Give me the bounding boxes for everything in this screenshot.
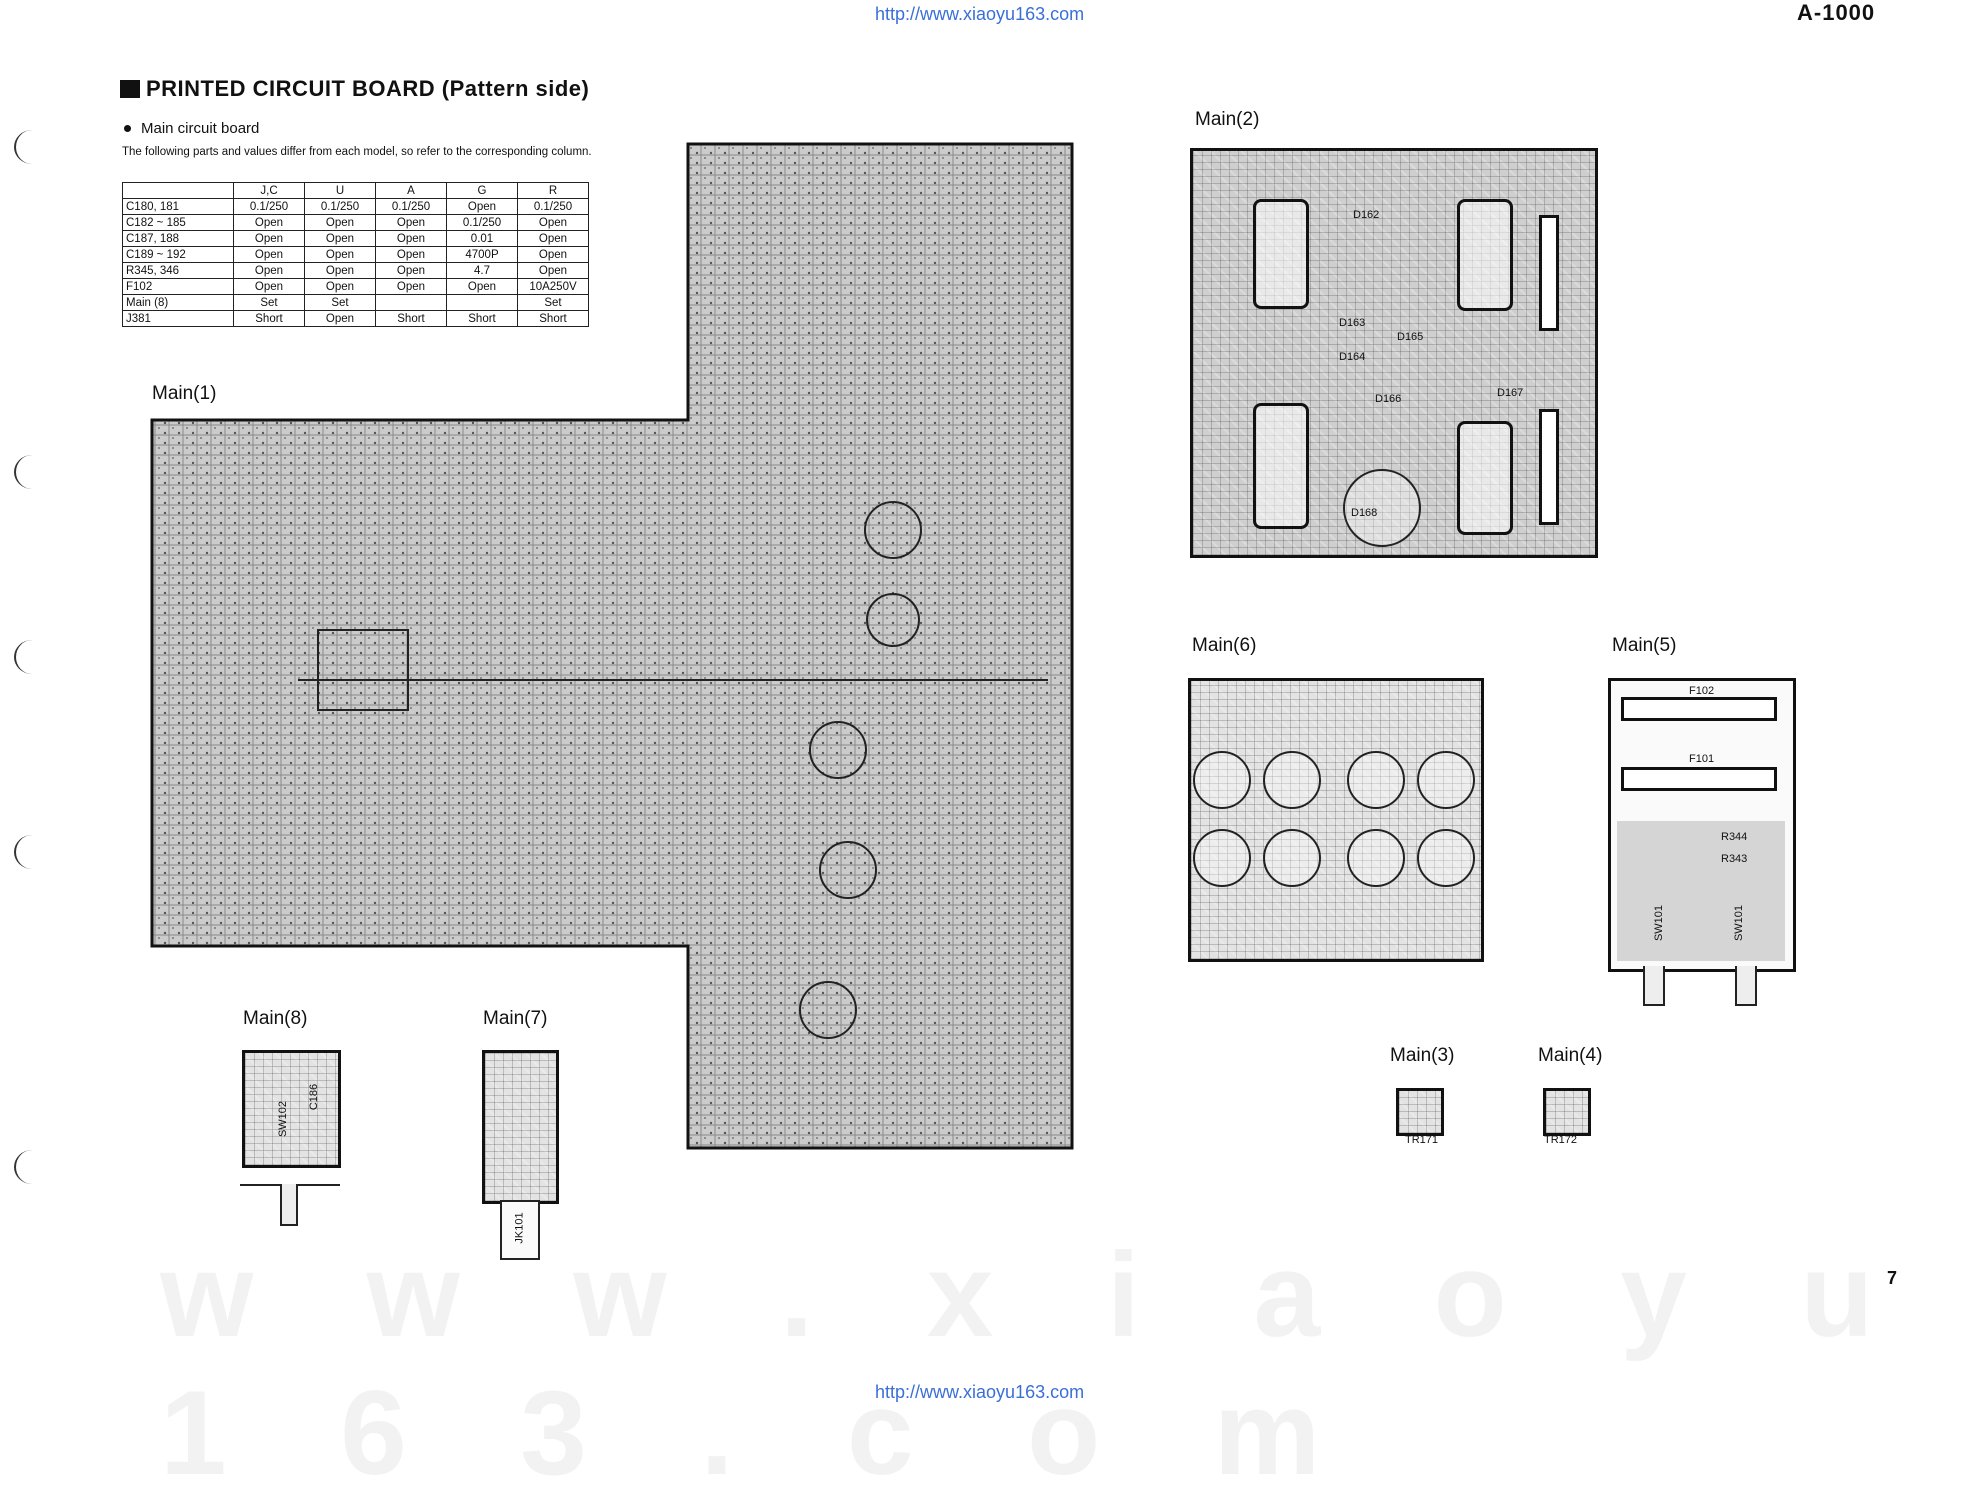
heatsink-block bbox=[1457, 199, 1513, 311]
binder-hole-mark bbox=[14, 130, 50, 164]
capacitor-outline bbox=[1347, 751, 1405, 809]
table-cell: Short bbox=[446, 310, 518, 327]
heatsink-block bbox=[1457, 421, 1513, 535]
capacitor-outline bbox=[1417, 829, 1475, 887]
switch-shaft bbox=[280, 1184, 298, 1226]
component-label: R344 bbox=[1721, 831, 1748, 843]
component-label: D168 bbox=[1351, 507, 1378, 519]
fuse-holder bbox=[1621, 767, 1777, 791]
heatsink-block bbox=[1253, 403, 1309, 529]
component-label: D167 bbox=[1497, 387, 1524, 399]
main8-board: SW102 C186 bbox=[242, 1050, 341, 1168]
watermark: w w w . x i a o y u 1 6 3 . c o m bbox=[160, 1228, 1914, 1500]
component-label: D165 bbox=[1397, 331, 1424, 343]
binder-hole-mark bbox=[14, 1150, 50, 1184]
component-label: D162 bbox=[1353, 209, 1380, 221]
capacitor-outline bbox=[1347, 829, 1405, 887]
table-cell: Short bbox=[517, 310, 589, 327]
main2-label: Main(2) bbox=[1195, 109, 1260, 130]
table-cell: Open bbox=[517, 214, 589, 231]
table-cell: 4700P bbox=[446, 246, 518, 263]
main5-board: F102 F101 R344 R343 SW101 SW101 bbox=[1608, 678, 1796, 972]
main3-label: Main(3) bbox=[1390, 1045, 1455, 1066]
component-label: TR172 bbox=[1544, 1134, 1578, 1146]
main5-label: Main(5) bbox=[1612, 635, 1677, 656]
binder-hole-mark bbox=[14, 640, 50, 674]
table-cell: Short bbox=[375, 310, 447, 327]
table-cell: Open bbox=[304, 214, 376, 231]
switch-shaft bbox=[1735, 966, 1757, 1006]
capacitor-outline bbox=[1193, 751, 1251, 809]
table-cell: 0.1/250 bbox=[375, 198, 447, 215]
main1-label: Main(1) bbox=[152, 383, 217, 404]
switch-shaft bbox=[1643, 966, 1665, 1006]
table-cell: 0.1/250 bbox=[233, 198, 305, 215]
component-label: TR171 bbox=[1405, 1134, 1439, 1146]
table-cell: R345, 346 bbox=[122, 262, 234, 279]
component-label: D164 bbox=[1339, 351, 1366, 363]
component-label: SW101 bbox=[1733, 904, 1746, 942]
main4-board bbox=[1543, 1088, 1591, 1136]
table-cell: 10A250V bbox=[517, 278, 589, 295]
capacitor-outline bbox=[1263, 829, 1321, 887]
model-number: A-1000 bbox=[1797, 0, 1876, 25]
binder-hole-mark bbox=[14, 835, 50, 869]
main6-label: Main(6) bbox=[1192, 635, 1257, 656]
table-cell: Set bbox=[517, 294, 589, 311]
subsection-heading: Main circuit board bbox=[124, 120, 259, 137]
bullet-icon bbox=[124, 125, 131, 132]
table-cell: J381 bbox=[122, 310, 234, 327]
table-cell: C180, 181 bbox=[122, 198, 234, 215]
component-label: C186 bbox=[308, 1083, 321, 1111]
main7-label: Main(7) bbox=[483, 1008, 548, 1029]
table-cell: Open bbox=[304, 310, 376, 327]
component-label: F102 bbox=[1689, 685, 1715, 697]
capacitor-outline bbox=[1263, 751, 1321, 809]
binder-hole-mark bbox=[14, 455, 50, 489]
section-note: The following parts and values differ fr… bbox=[122, 146, 592, 158]
component-label: SW102 bbox=[277, 1100, 290, 1138]
main4-label: Main(4) bbox=[1538, 1045, 1603, 1066]
switch-area bbox=[1617, 821, 1785, 961]
bottom-url[interactable]: http://www.xiaoyu163.com bbox=[875, 1382, 1085, 1402]
heatsink-block bbox=[1253, 199, 1309, 309]
table-cell: Open bbox=[304, 246, 376, 263]
main6-board bbox=[1188, 678, 1484, 962]
component-label: R343 bbox=[1721, 853, 1748, 865]
capacitor-outline bbox=[1417, 751, 1475, 809]
main2-board: D168 D162 D163 D164 D165 D166 D167 bbox=[1190, 148, 1598, 558]
main3-board bbox=[1396, 1088, 1444, 1136]
section-title: PRINTED CIRCUIT BOARD (Pattern side) bbox=[146, 76, 590, 101]
main1-board bbox=[150, 142, 1074, 1150]
component-label: SW101 bbox=[1653, 904, 1666, 942]
section-heading: PRINTED CIRCUIT BOARD (Pattern side) bbox=[120, 76, 589, 102]
table-cell: C182 ~ 185 bbox=[122, 214, 234, 231]
component-label: F101 bbox=[1689, 753, 1715, 765]
capacitor-outline bbox=[1193, 829, 1251, 887]
main8-label: Main(8) bbox=[243, 1008, 308, 1029]
switch-mount bbox=[240, 1162, 340, 1186]
fuse-holder bbox=[1539, 215, 1559, 331]
page-number: 7 bbox=[1887, 1268, 1898, 1288]
heading-square-icon bbox=[120, 80, 140, 98]
component-label: D166 bbox=[1375, 393, 1402, 405]
subsection-title: Main circuit board bbox=[141, 120, 260, 137]
component-label: D163 bbox=[1339, 317, 1366, 329]
top-url[interactable]: http://www.xiaoyu163.com bbox=[875, 4, 1085, 24]
jack-body: JK101 bbox=[500, 1200, 540, 1260]
fuse-holder bbox=[1621, 697, 1777, 721]
table-cell: Open bbox=[517, 262, 589, 279]
main7-board bbox=[482, 1050, 559, 1204]
capacitor-outline bbox=[1343, 469, 1421, 547]
table-cell: C187, 188 bbox=[122, 230, 234, 247]
fuse-holder bbox=[1539, 409, 1559, 525]
